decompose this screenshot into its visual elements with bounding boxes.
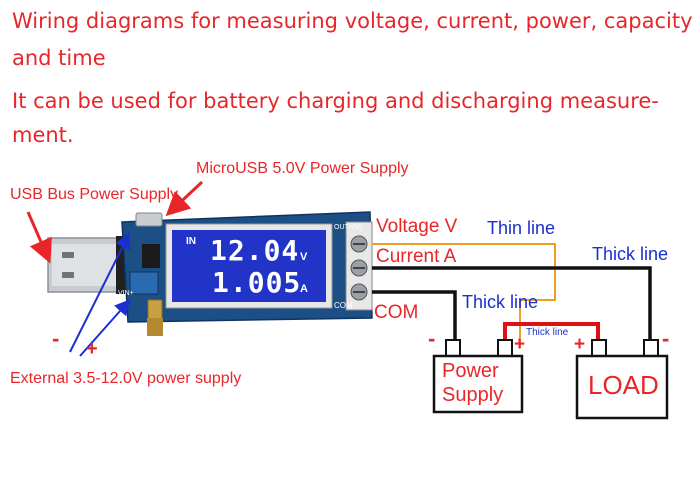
load-minus: -: [662, 326, 670, 351]
load-plus: +: [574, 334, 586, 355]
pcb-out-label: OUT+(V): [334, 224, 363, 231]
thin-wire: [372, 243, 556, 348]
power-supply-box: [432, 339, 524, 414]
lcd-voltage-unit: V: [300, 251, 308, 263]
lcd-voltage: 12.04: [210, 234, 300, 267]
usb-bus-label: USB Bus Power Supply: [10, 186, 179, 203]
lcd-screen: [172, 230, 326, 302]
pcb-com-label: COM: [334, 301, 353, 310]
lcd-in-label: IN: [186, 236, 196, 247]
usb-bus-arrow: [26, 211, 52, 264]
header-line-3: It can be used for battery charging and …: [12, 89, 659, 113]
lcd-current-unit: A: [300, 283, 308, 295]
ps-minus: -: [428, 326, 436, 351]
load-label: LOAD: [588, 370, 659, 400]
external-supply-label: External 3.5-12.0V power supply: [10, 370, 242, 387]
ps-plus: +: [514, 334, 526, 355]
pcb-vin-label: VIN+: [118, 290, 134, 297]
thick-line-label-right: Thick line: [592, 244, 669, 264]
header-line-2: and time: [12, 46, 106, 70]
external-minus: -: [52, 326, 60, 351]
thick-wire-current: [372, 266, 652, 348]
voltage-terminal-label: Voltage V: [376, 216, 458, 237]
ps-label-line1: Power: [442, 360, 499, 382]
microusb-label: MicroUSB 5.0V Power Supply: [196, 160, 409, 177]
microusb-arrow: [165, 180, 204, 217]
thin-line-label: Thin line: [487, 218, 556, 238]
load-box: [575, 339, 669, 420]
header-line-4: ment.: [12, 123, 74, 147]
ext-minus-arrow: [69, 232, 130, 353]
current-terminal-label: Current A: [376, 246, 457, 267]
thick-line-label-mid: Thick line: [462, 292, 539, 312]
usb-plug: [47, 236, 130, 294]
ext-plus-arrow: [79, 299, 131, 357]
external-plus: +: [86, 338, 98, 360]
pcb-board: [121, 211, 373, 336]
header-line-1: Wiring diagrams for measuring voltage, c…: [12, 9, 693, 33]
thick-wire-com: [372, 290, 457, 348]
red-thick-wire: [503, 322, 600, 345]
lcd-current: 1.005: [212, 266, 302, 299]
wires: [372, 243, 652, 348]
ps-label-line2: Supply: [442, 384, 504, 406]
thick-line-label-small: Thick line: [526, 327, 569, 338]
com-terminal-label: COM: [374, 302, 419, 323]
